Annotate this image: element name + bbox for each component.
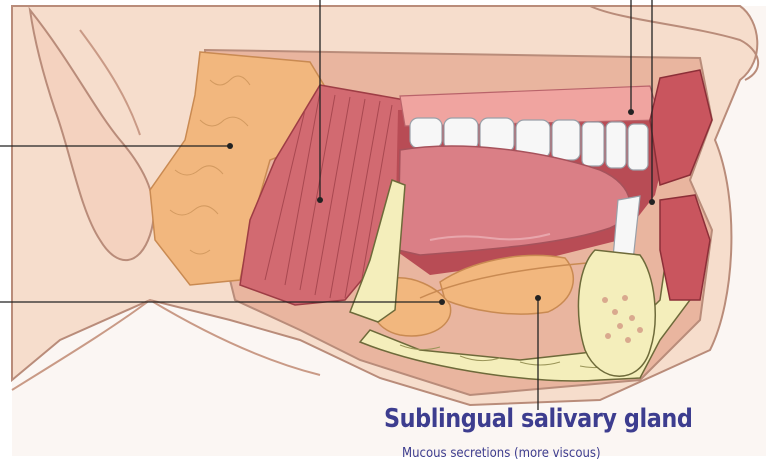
marrow-dot xyxy=(629,315,635,321)
tooth xyxy=(410,118,442,148)
tooth xyxy=(552,120,580,160)
leader-dot xyxy=(317,197,323,203)
sublingual-gland-label: Sublingual salivary gland xyxy=(384,404,692,434)
leader-dot xyxy=(227,143,233,149)
sublingual-gland-sublabel: Mucous secretions (more viscous) xyxy=(402,446,601,461)
marrow-dot xyxy=(612,309,618,315)
leader-dot xyxy=(649,199,655,205)
marrow-dot xyxy=(602,297,608,303)
tooth xyxy=(628,124,648,170)
marrow-dot xyxy=(622,295,628,301)
leader-dot xyxy=(535,295,541,301)
marrow-dot xyxy=(617,323,623,329)
tooth xyxy=(606,122,626,168)
marrow-dot xyxy=(625,337,631,343)
tooth xyxy=(444,118,478,150)
tooth xyxy=(582,122,604,166)
leader-dot xyxy=(439,299,445,305)
leader-dot xyxy=(628,109,634,115)
marrow-dot xyxy=(637,327,643,333)
marrow-dot xyxy=(605,333,611,339)
